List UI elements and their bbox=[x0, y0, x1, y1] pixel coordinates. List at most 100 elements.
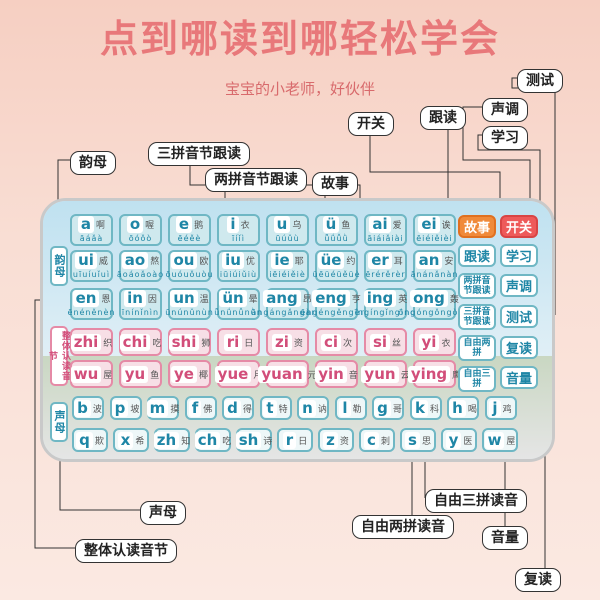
key-tones: ērérěrèr bbox=[365, 270, 406, 279]
key-hanzi: 晕 bbox=[248, 295, 258, 305]
follow-read-button[interactable]: 跟读 bbox=[458, 244, 496, 267]
key-hanzi: 云 bbox=[400, 370, 410, 381]
key-hanzi: 月 bbox=[253, 368, 262, 381]
key-pinyin: un bbox=[170, 290, 198, 307]
learn-button[interactable]: 学习 bbox=[500, 244, 538, 267]
key-hanzi: 椰 bbox=[198, 370, 208, 381]
key-tones: ēiéiěièi bbox=[416, 234, 453, 243]
test-button[interactable]: 测试 bbox=[500, 305, 538, 328]
tone-button[interactable]: 声调 bbox=[500, 274, 538, 297]
power-button[interactable]: 开关 bbox=[500, 215, 538, 238]
page-subtitle: 宝宝的小老师，好伙伴 bbox=[224, 80, 375, 98]
key-pinyin: iu bbox=[222, 252, 244, 269]
key-pinyin: yu bbox=[121, 365, 149, 383]
volume-button[interactable]: 音量 bbox=[500, 366, 538, 389]
key-tones: ōuóuǒuòu bbox=[165, 270, 214, 279]
key-hanzi: 思 bbox=[421, 436, 431, 447]
two-pinyin-follow-button[interactable]: 两拼音节跟读 bbox=[458, 273, 496, 299]
key-pinyin: f bbox=[188, 399, 202, 417]
key-pinyin: yi bbox=[418, 333, 440, 351]
story-button[interactable]: 故事 bbox=[458, 215, 496, 238]
key-pinyin: ui bbox=[75, 252, 97, 269]
free-three-pinyin-button[interactable]: 自由三拼 bbox=[458, 366, 496, 392]
repeat-button[interactable]: 复读 bbox=[500, 336, 538, 359]
pinyin-key[interactable]: yue月 bbox=[214, 360, 262, 388]
three-pinyin-follow-button[interactable]: 三拼音节跟读 bbox=[458, 304, 496, 330]
key-pinyin: d bbox=[224, 399, 241, 417]
key-tones: āoáoǎoào bbox=[116, 270, 165, 279]
key-pinyin: an bbox=[415, 252, 443, 269]
key-hanzi: 丝 bbox=[392, 338, 402, 349]
free-two-pinyin-button[interactable]: 自由两拼 bbox=[458, 335, 496, 361]
